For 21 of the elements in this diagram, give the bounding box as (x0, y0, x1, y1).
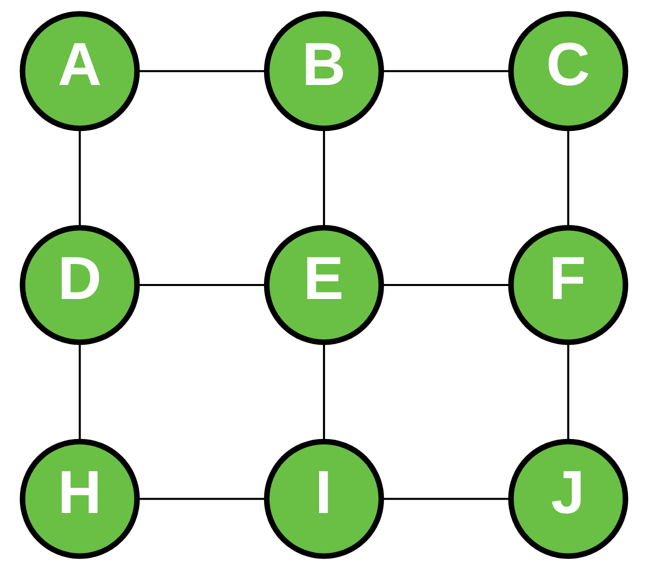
connector (78, 342, 81, 442)
connector (138, 70, 266, 72)
connector (382, 284, 511, 286)
node-circle: C (508, 11, 628, 132)
node-circle: E (264, 224, 384, 346)
node-circle: I (264, 438, 384, 559)
connector (138, 498, 266, 500)
connector (78, 128, 81, 228)
node-circle: A (20, 11, 140, 132)
node-circle: D (20, 224, 140, 346)
connector (322, 342, 326, 442)
node-circle: F (508, 224, 628, 346)
node-circle: J (508, 438, 628, 559)
connector (567, 342, 570, 442)
connector (382, 498, 511, 500)
connector (138, 284, 266, 286)
connector (382, 70, 511, 72)
connector (567, 128, 570, 228)
connector (322, 128, 326, 228)
node-circle: H (20, 438, 140, 559)
node-circle: B (264, 11, 384, 132)
